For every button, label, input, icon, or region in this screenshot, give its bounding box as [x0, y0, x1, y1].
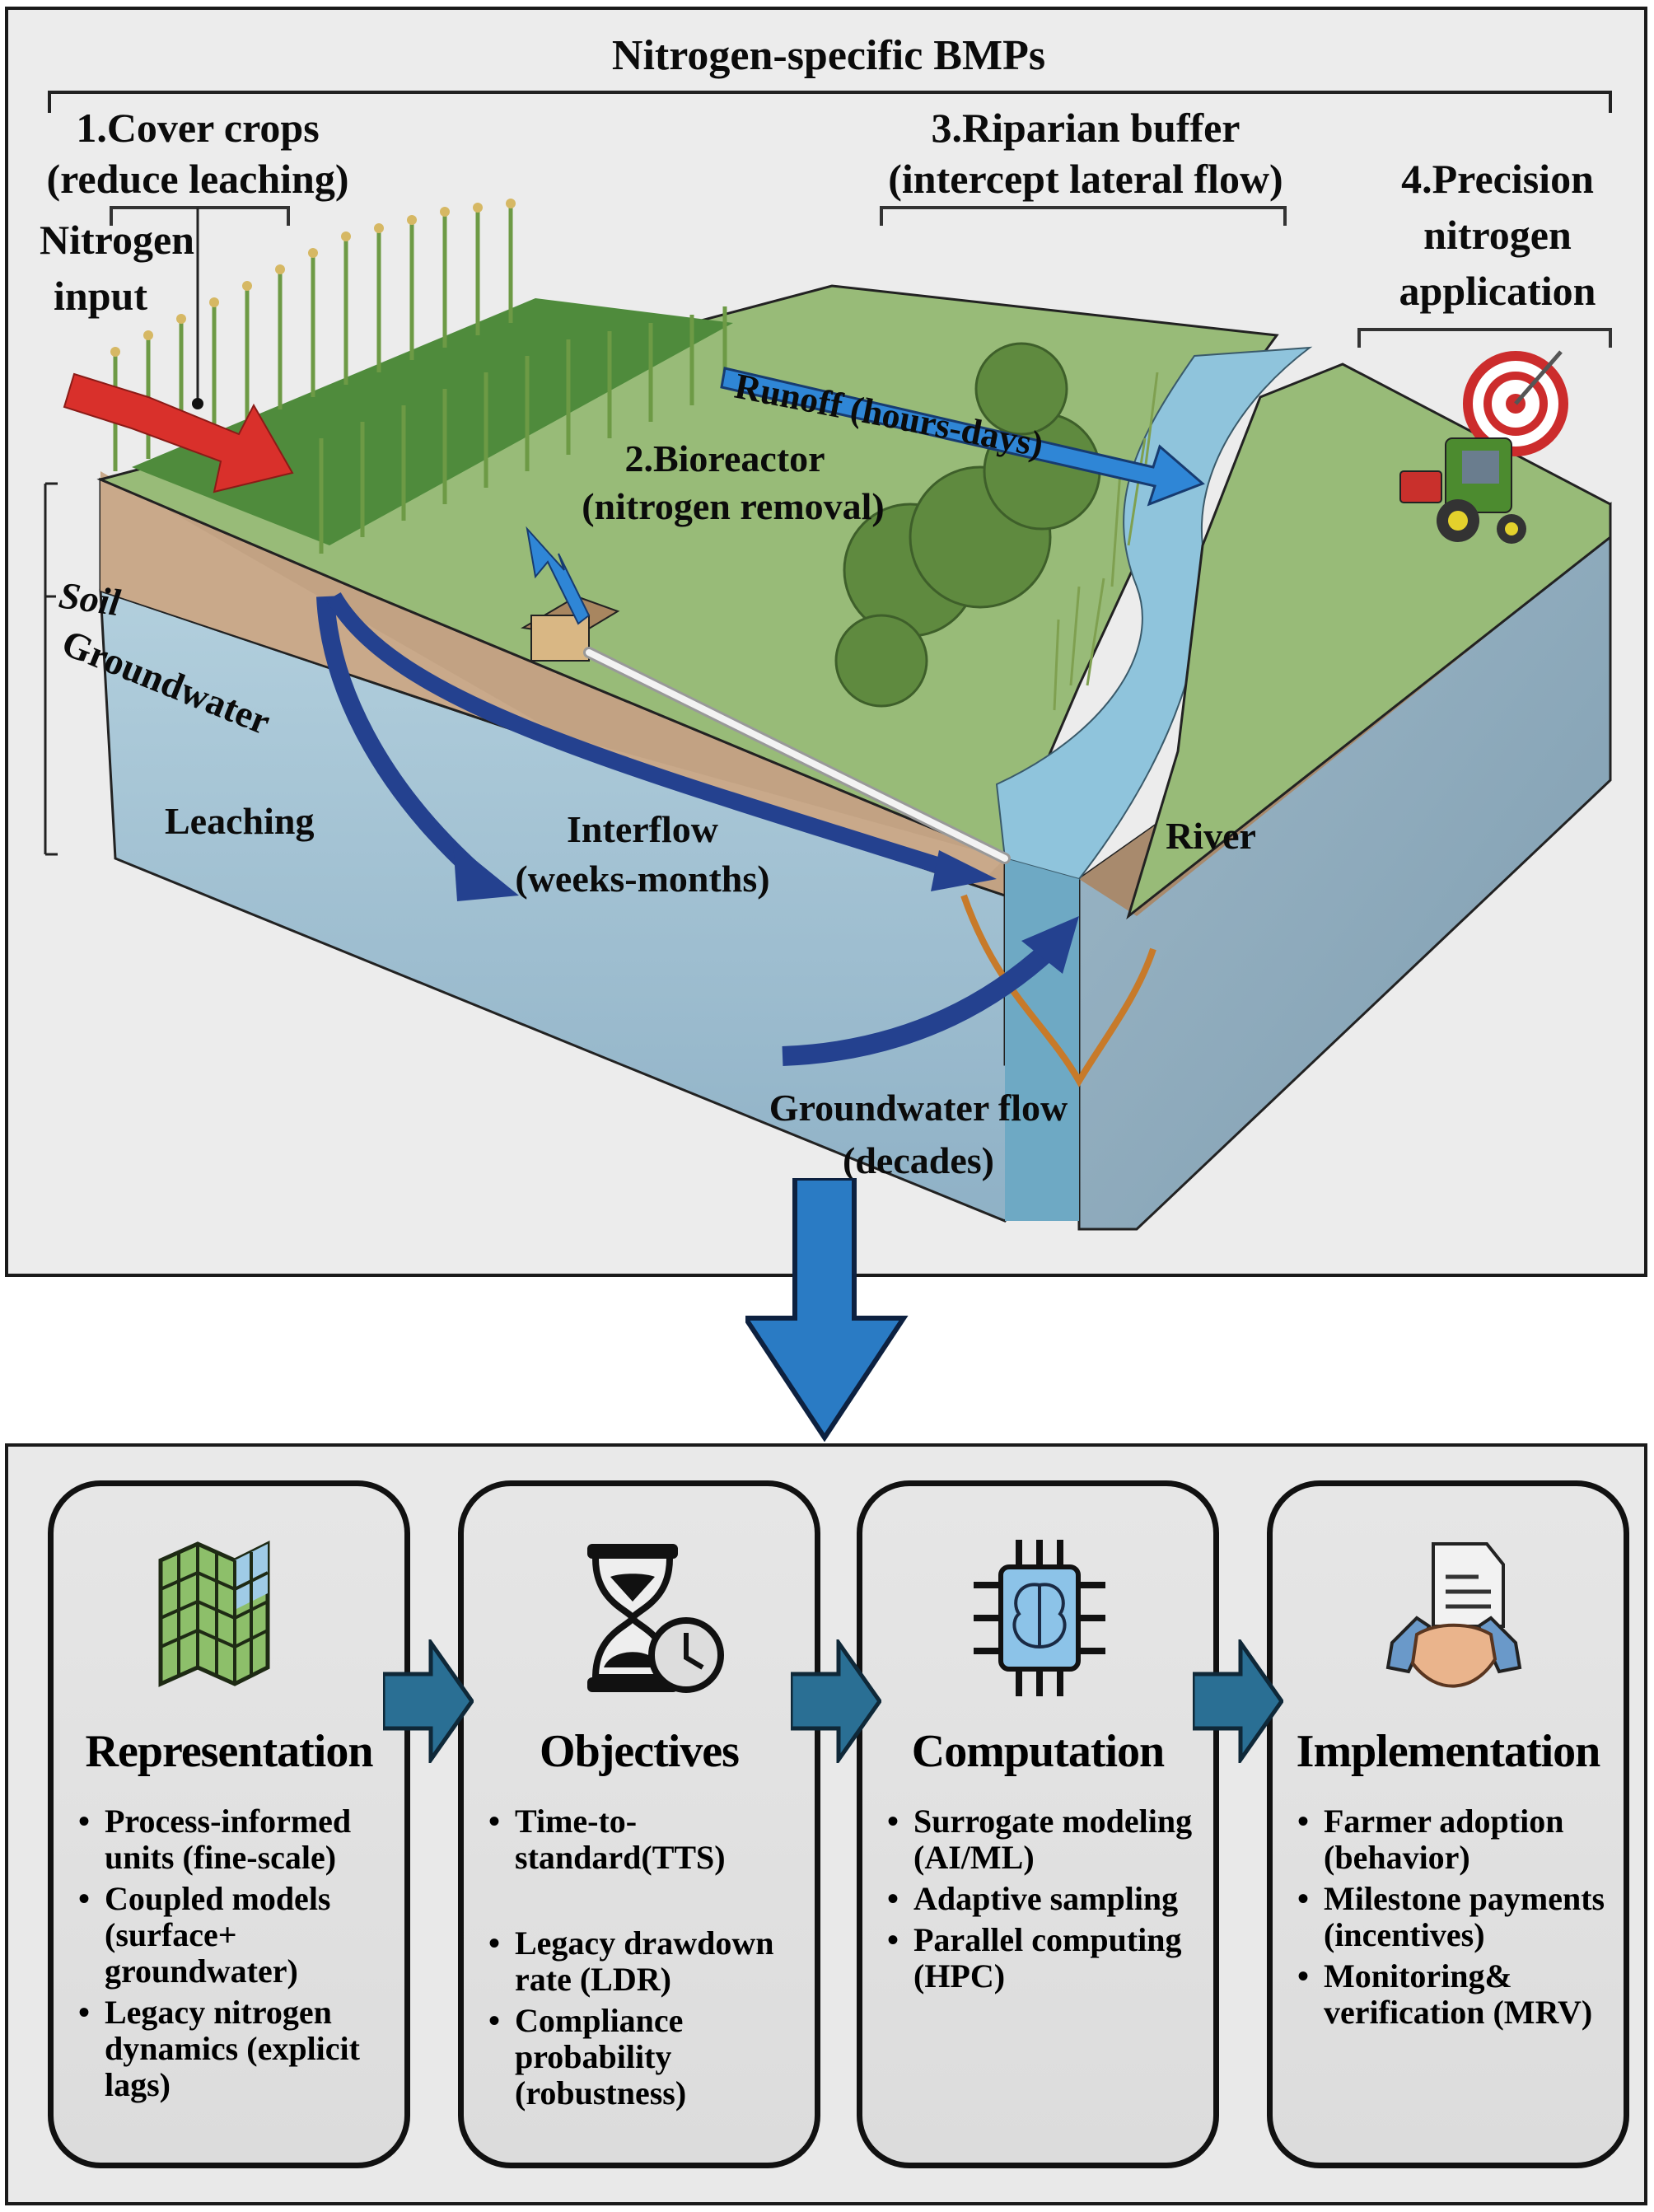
nitrogen-input-line2: input [54, 273, 147, 319]
groundwater-flow-arrow [782, 938, 1062, 1066]
bullet-list: Farmer adoption (behavior) Milestone pay… [1294, 1803, 1615, 2036]
bmp-1-line2: (reduce leaching) [46, 156, 348, 202]
interflow-arrow [326, 592, 958, 879]
bullet-list: Process-informed units (fine-scale) Coup… [75, 1803, 396, 2108]
tractor-icon [1399, 437, 1526, 544]
interflow-line1: Interflow [567, 808, 718, 850]
flow-arrow-icon [791, 1639, 881, 1763]
nitrogen-input-arrow [63, 372, 294, 493]
bmp-4-line3: application [1399, 268, 1596, 314]
card-computation: Computation Surrogate modeling (AI/ML) A… [857, 1480, 1219, 2168]
bullet-item: Time-to-standard(TTS) [485, 1803, 806, 1876]
card-title: Representation [85, 1726, 374, 1777]
card-objectives: Objectives Time-to-standard(TTS) Legacy … [458, 1480, 820, 2168]
bullet-item: Farmer adoption (behavior) [1294, 1803, 1615, 1876]
landscape-illustration: Nitrogen-specific BMPs 1.Cover crops (re… [40, 32, 1612, 1231]
bullet-item: Monitoring& verification (MRV) [1294, 1958, 1615, 2031]
flow-arrow-icon [383, 1639, 474, 1763]
bullet-item: Parallel computing (HPC) [884, 1922, 1205, 1995]
bmp-1-line1: 1.Cover crops [76, 105, 319, 151]
handshake-document-icon [1273, 1536, 1624, 1700]
card-title: Implementation [1296, 1726, 1601, 1777]
card-title: Objectives [540, 1726, 740, 1777]
bullet-item: Legacy nitrogen dynamics (explicit lags) [75, 1995, 396, 2103]
corn-tassels [110, 199, 516, 357]
river-label: River [1166, 815, 1256, 857]
bmp-4-line1: 4.Precision [1401, 156, 1594, 202]
riparian-grass [1053, 372, 1159, 711]
soil-label: Soil [57, 573, 124, 624]
map-grid-icon [54, 1536, 404, 1700]
gw-flow-line2: (decades) [843, 1139, 994, 1181]
bullet-item: Surrogate modeling (AI/ML) [884, 1803, 1205, 1876]
target-icon [1463, 350, 1568, 456]
leaching-arrow [316, 596, 480, 878]
card-implementation: Implementation Farmer adoption (behavior… [1267, 1480, 1629, 2168]
bmp-title: Nitrogen-specific BMPs [612, 32, 1045, 79]
bullet-list: Surrogate modeling (AI/ML) Adaptive samp… [884, 1803, 1205, 1999]
bioreactor-arrow [526, 526, 591, 625]
hourglass-clock-icon [464, 1536, 815, 1700]
bullet-item: Coupled models (surface+ groundwater) [75, 1881, 396, 1990]
river-cross-section [1005, 858, 1079, 1221]
brain-chip-icon [862, 1536, 1213, 1700]
bullet-list: Time-to-standard(TTS) Legacy drawdown ra… [485, 1803, 806, 2116]
bullet-item: Process-informed units (fine-scale) [75, 1803, 396, 1876]
card-representation: Representation Process-informed units (f… [48, 1480, 410, 2168]
leaching-label: Leaching [165, 800, 314, 842]
bullet-item: Compliance probability (robustness) [485, 2003, 806, 2111]
bullet-item: Milestone payments (incentives) [1294, 1881, 1615, 1953]
gw-flow-line1: Groundwater flow [769, 1087, 1068, 1129]
interflow-line2: (weeks-months) [515, 858, 769, 900]
flow-arrow-icon [1193, 1639, 1283, 1763]
nitrogen-input-line1: Nitrogen [40, 217, 194, 263]
bmp-landscape-panel: Nitrogen-specific BMPs 1.Cover crops (re… [5, 7, 1647, 1277]
card-title: Computation [911, 1726, 1165, 1777]
cover-crop-strip [132, 298, 733, 545]
bmp-2-line1: 2.Bioreactor [624, 437, 825, 479]
bullet-item: Legacy drawdown rate (LDR) [485, 1925, 806, 1998]
bmp-4-line2: nitrogen [1423, 212, 1572, 258]
bmp-3-line2: (intercept lateral flow) [888, 156, 1283, 202]
bmp-3-line1: 3.Riparian buffer [932, 105, 1240, 151]
river [995, 346, 1313, 881]
down-arrow-icon [745, 1178, 909, 1442]
riparian-trees [834, 342, 1101, 708]
bullet-item: Adaptive sampling [884, 1881, 1205, 1918]
bmp-2-line2: (nitrogen removal) [582, 485, 885, 527]
runoff-arrow [720, 367, 1205, 507]
corn-rows [113, 208, 727, 554]
